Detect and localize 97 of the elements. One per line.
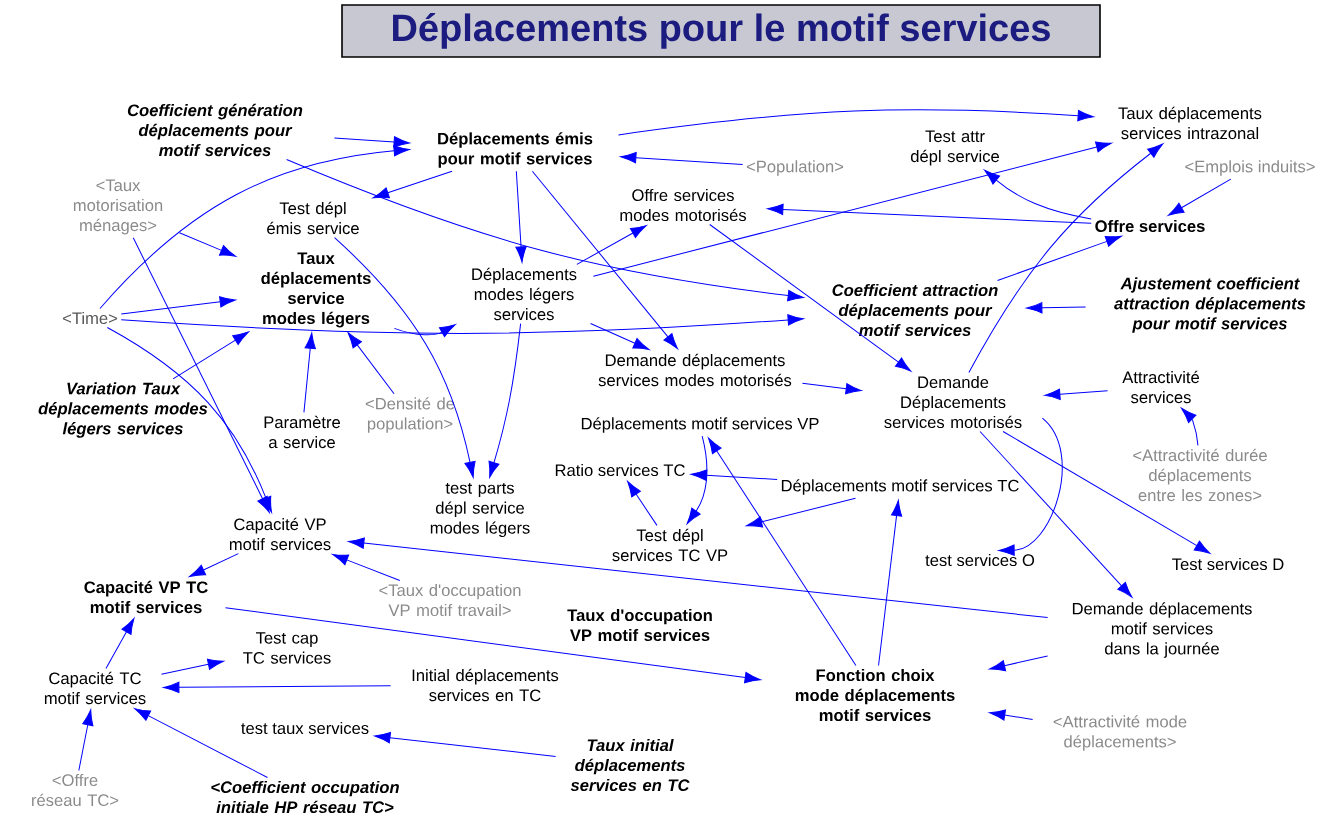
variable-label: Ratio services TC	[555, 463, 685, 477]
variable-label: Taux d'occupation VP motif services	[567, 608, 712, 642]
arrow	[488, 323, 522, 478]
variable-label: Coefficient génération déplacements pour motif services	[127, 103, 303, 157]
variable-label: Paramètre a service	[264, 415, 340, 449]
arrow	[801, 382, 862, 395]
shadow-variable-label: <Attractivité mode déplacements>	[1053, 715, 1187, 751]
arrow	[979, 431, 1133, 598]
arrow	[1044, 388, 1109, 400]
variable-label: Déplacements motif services VP	[581, 417, 819, 433]
arrow	[372, 170, 453, 199]
variable-label: test parts dépl service modes légers	[430, 482, 530, 538]
shadow-variable-label: <Population>	[746, 160, 844, 176]
arrow	[334, 237, 476, 478]
arrow	[120, 296, 236, 315]
arrow	[286, 159, 804, 302]
shadow-variable-label: <Emplois induits>	[1185, 160, 1315, 176]
arrow	[997, 235, 1122, 281]
arrow	[620, 152, 744, 166]
arrow	[333, 136, 410, 148]
arrow	[393, 324, 456, 338]
variable-label: Test cap TC services	[243, 632, 331, 664]
variable-label: Taux déplacements service modes légers	[261, 252, 371, 328]
arrow	[709, 224, 912, 372]
shadow-variable-label: <Offre réseau TC>	[32, 773, 119, 807]
variable-label: Test dépl émis service	[267, 201, 359, 235]
arrow	[332, 553, 401, 581]
variable-label: Déplacements modes légers services	[472, 267, 577, 321]
variable-label: Test services D	[1172, 557, 1284, 571]
arrow	[120, 314, 804, 334]
arrow	[592, 141, 1112, 277]
arrow	[160, 658, 224, 675]
arrow	[627, 480, 658, 526]
shadow-variable-label: <Time>	[63, 311, 117, 325]
arrow	[106, 327, 272, 513]
title-box: Déplacements pour le motif services	[341, 4, 1101, 58]
arrow	[1026, 302, 1087, 314]
arrow	[531, 170, 679, 350]
arrow	[303, 332, 316, 413]
variable-label: Demande déplacements services modes motorisés	[598, 353, 792, 387]
arrow	[78, 709, 94, 771]
arrow	[224, 607, 761, 684]
variable-label: Capacité VP motif services	[229, 517, 331, 551]
arrow	[189, 553, 239, 577]
variable-label: Offre services	[1095, 219, 1205, 233]
arrow	[590, 323, 650, 350]
variable-label: Taux déplacements services intrazonal	[1118, 106, 1262, 140]
variable-label: Offre services modes motorisés	[620, 188, 746, 222]
shadow-variable-label: <Taux d'occupation VP motif travail>	[379, 583, 521, 617]
variable-label: Demande déplacements motif services dans la journée	[1072, 602, 1252, 658]
arrow	[348, 537, 1049, 619]
arrow	[1002, 431, 1211, 554]
arrow	[767, 203, 1092, 224]
arrow	[984, 169, 1092, 220]
arrow	[686, 435, 708, 524]
shadow-variable-label: <Densité de population>	[365, 397, 455, 433]
arrow	[998, 417, 1063, 556]
variable-label: test services O	[925, 553, 1035, 567]
variable-label: Coefficient attraction déplacements pour motif services	[832, 283, 998, 337]
arrow	[989, 709, 1034, 721]
arrow	[347, 332, 395, 395]
variable-label: <Coefficient occupation initiale HP réseau TC>	[211, 780, 399, 814]
arrow	[617, 109, 1094, 136]
variable-label: Déplacements émis pour motif services	[438, 132, 593, 168]
variable-label: Test attr dépl service	[910, 130, 999, 166]
variable-label: Déplacements motif services TC	[781, 479, 1019, 495]
arrow	[576, 225, 647, 265]
variable-label: Capacité VP TC motif services	[84, 580, 208, 614]
arrow	[178, 232, 236, 257]
arrow	[105, 618, 135, 669]
arrow	[172, 331, 249, 380]
arrow	[690, 469, 778, 481]
variable-label: Fonction choix mode déplacements motif services	[795, 668, 955, 722]
shadow-variable-label: <Attractivité durée déplacements entre les zones>	[1133, 448, 1267, 502]
variable-label: Test dépl services TC VP	[612, 528, 728, 562]
arrow	[746, 497, 856, 528]
variable-label: Demande Déplacements services motorisés	[884, 375, 1022, 429]
shadow-variable-label: <Taux motorisation ménages>	[73, 179, 163, 235]
arrow	[134, 708, 268, 778]
variable-label: Variation Taux déplacements modes légers services	[38, 382, 208, 438]
arrow	[708, 437, 857, 666]
arrow	[163, 681, 392, 693]
variable-label: Capacité TC motif services	[44, 671, 146, 705]
variable-label: Attractivité services	[1122, 370, 1199, 404]
arrow	[515, 170, 527, 263]
arrow	[99, 145, 410, 309]
arrow	[1181, 407, 1199, 446]
arrow	[1167, 178, 1232, 216]
variable-label: Initial déplacements services en TC	[412, 668, 559, 702]
arrow	[132, 237, 270, 513]
arrow	[989, 655, 1049, 672]
arrow	[968, 143, 1164, 373]
variable-label: test taux services	[241, 721, 369, 735]
variable-label: Ajustement coefficient attraction déplacements pour motif services	[1114, 277, 1306, 333]
arrow	[374, 732, 557, 757]
variable-label: Taux initial déplacements services en TC	[570, 738, 690, 792]
arrow	[878, 500, 903, 666]
